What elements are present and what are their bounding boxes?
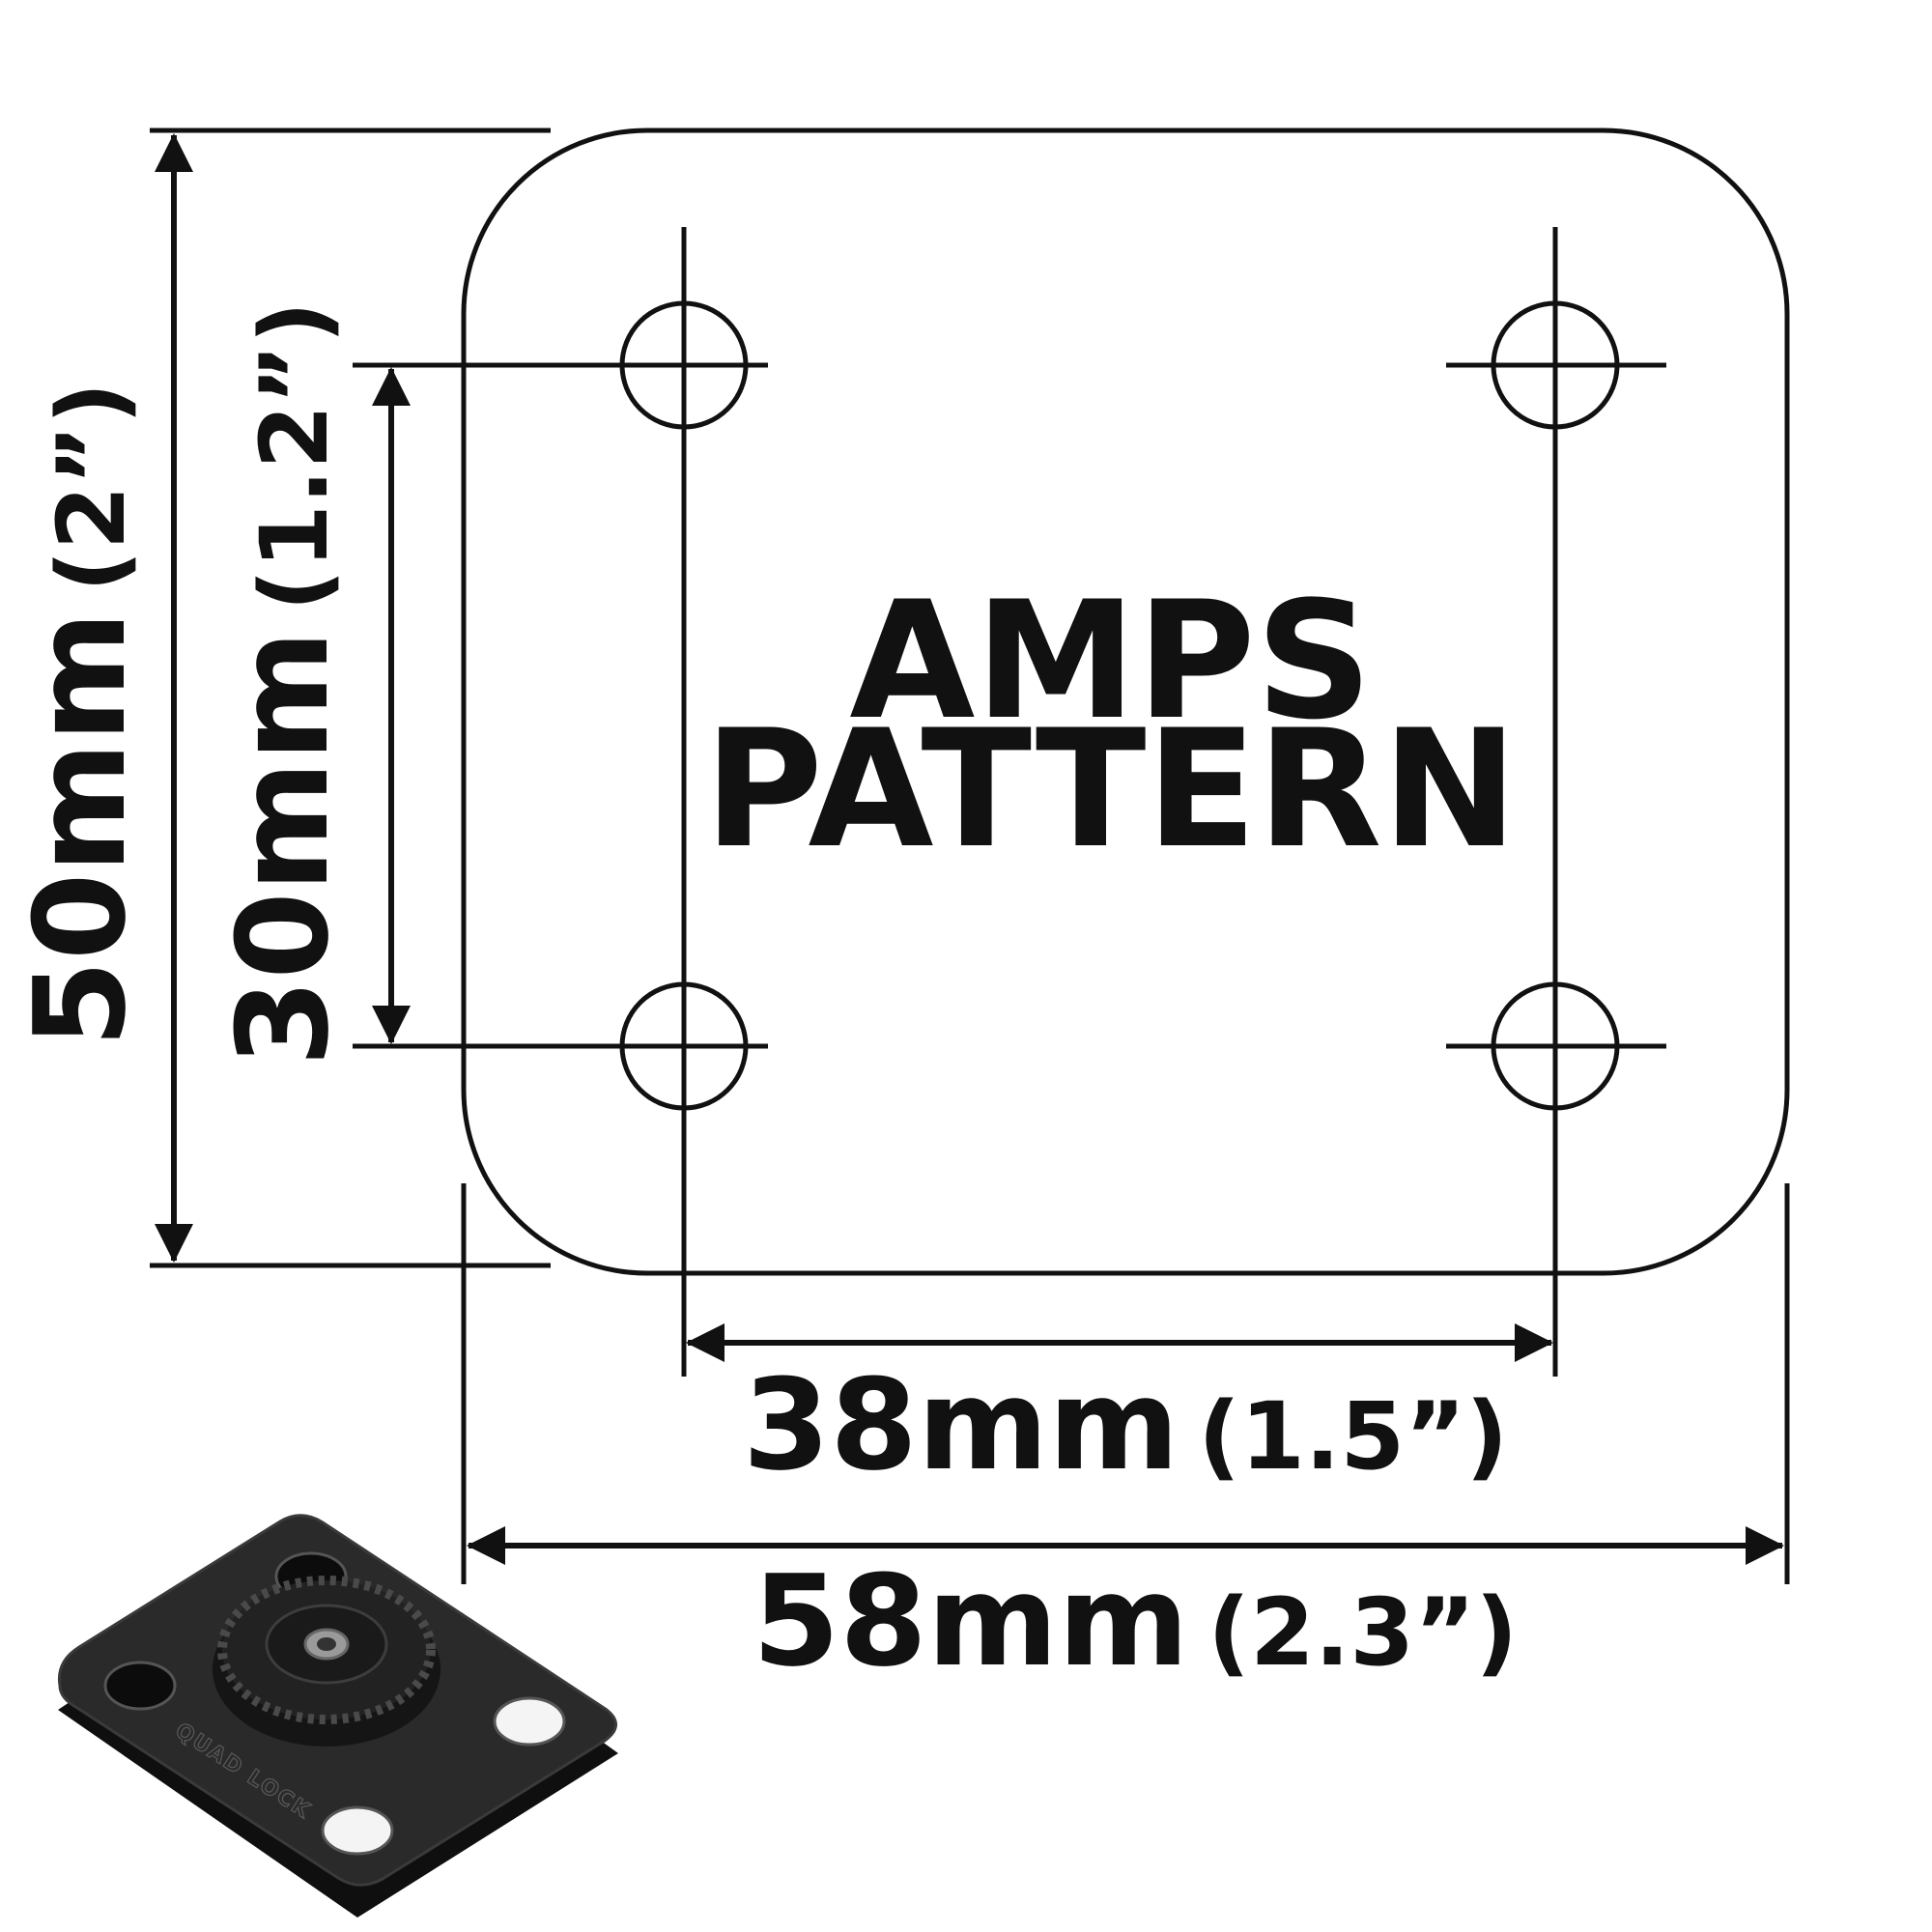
mounting-hole-top-right [1491, 300, 1620, 430]
diagram-title-line1: AMPS [849, 566, 1372, 755]
label-width-holes-imperial: (1.5”) [1198, 1382, 1508, 1491]
label-height-holes-metric: 30mm [210, 630, 356, 1066]
diagram-title-line2: PATTERN [704, 695, 1518, 884]
product-hole-right [493, 1696, 566, 1747]
label-height-holes-imperial: (1.2”) [241, 301, 349, 611]
label-width-outer-imperial: (2.3”) [1208, 1578, 1518, 1687]
label-height-outer: 50mm (2”) [7, 382, 154, 1047]
mounting-hole-top-left [619, 300, 749, 430]
label-height-outer-metric: 50mm [7, 611, 154, 1048]
product-image: QUAD LOCK [57, 1514, 618, 1918]
label-height-outer-imperial: (2”) [38, 382, 146, 592]
label-width-holes-metric: 38mm [743, 1351, 1179, 1498]
label-width-outer: 58mm (2.3”) [753, 1548, 1518, 1694]
mounting-hole-bottom-right [1491, 981, 1620, 1111]
product-thread-hole [317, 1637, 336, 1651]
product-hole-left [103, 1661, 177, 1711]
mounting-hole-bottom-left [619, 981, 749, 1111]
product-hole-bottom [321, 1805, 394, 1856]
plate-outline [461, 128, 1790, 1276]
label-width-holes: 38mm (1.5”) [743, 1351, 1508, 1498]
label-height-holes: 30mm (1.2”) [210, 301, 356, 1066]
label-width-outer-metric: 58mm [753, 1548, 1189, 1694]
